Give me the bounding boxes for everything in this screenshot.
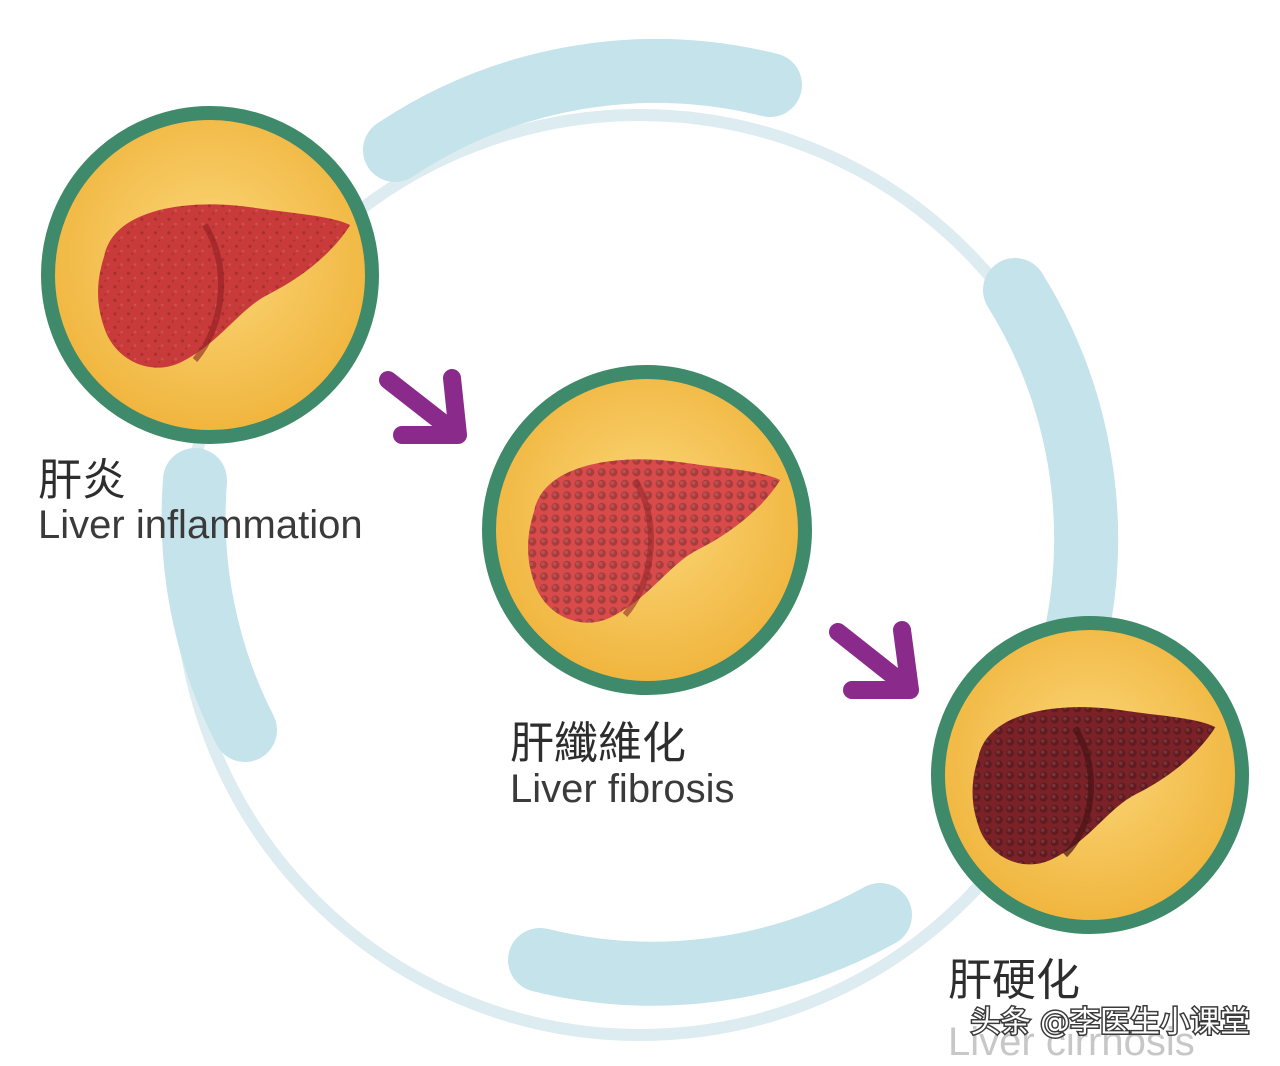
arrow-fibrosis-to-cirrhosis — [829, 621, 919, 699]
stage-cirrhosis-title-zh: 肝硬化 — [948, 955, 1080, 1006]
ring-segment-bottom — [508, 883, 912, 1006]
ring-segment-right — [983, 258, 1119, 672]
liver-inflammation-icon — [98, 204, 351, 368]
stage-inflammation — [41, 106, 379, 444]
arrow-inflammation-to-fibrosis — [379, 369, 467, 444]
cycle-ring — [161, 39, 1119, 1041]
stage-cirrhosis — [931, 616, 1249, 934]
stage-fibrosis — [482, 365, 812, 695]
stage-fibrosis-title-zh: 肝纖維化 — [510, 718, 686, 769]
stage-cirrhosis-title-en: Liver cirrhosis — [948, 1020, 1195, 1064]
liver-fibrosis-icon — [528, 459, 781, 623]
stage-fibrosis-title-en: Liver fibrosis — [510, 767, 735, 811]
watermark: 头条 @李医生小课堂 — [969, 1004, 1252, 1042]
stage-inflammation-title-zh: 肝炎 — [38, 455, 126, 506]
stage-inflammation-title-en: Liver inflammation — [38, 503, 363, 547]
ring-segment-top — [363, 39, 802, 182]
liver-cirrhosis-icon — [972, 707, 1216, 865]
ring-segment-left — [161, 448, 277, 762]
watermark-text: 头条 @李医生小课堂 — [970, 1005, 1250, 1040]
